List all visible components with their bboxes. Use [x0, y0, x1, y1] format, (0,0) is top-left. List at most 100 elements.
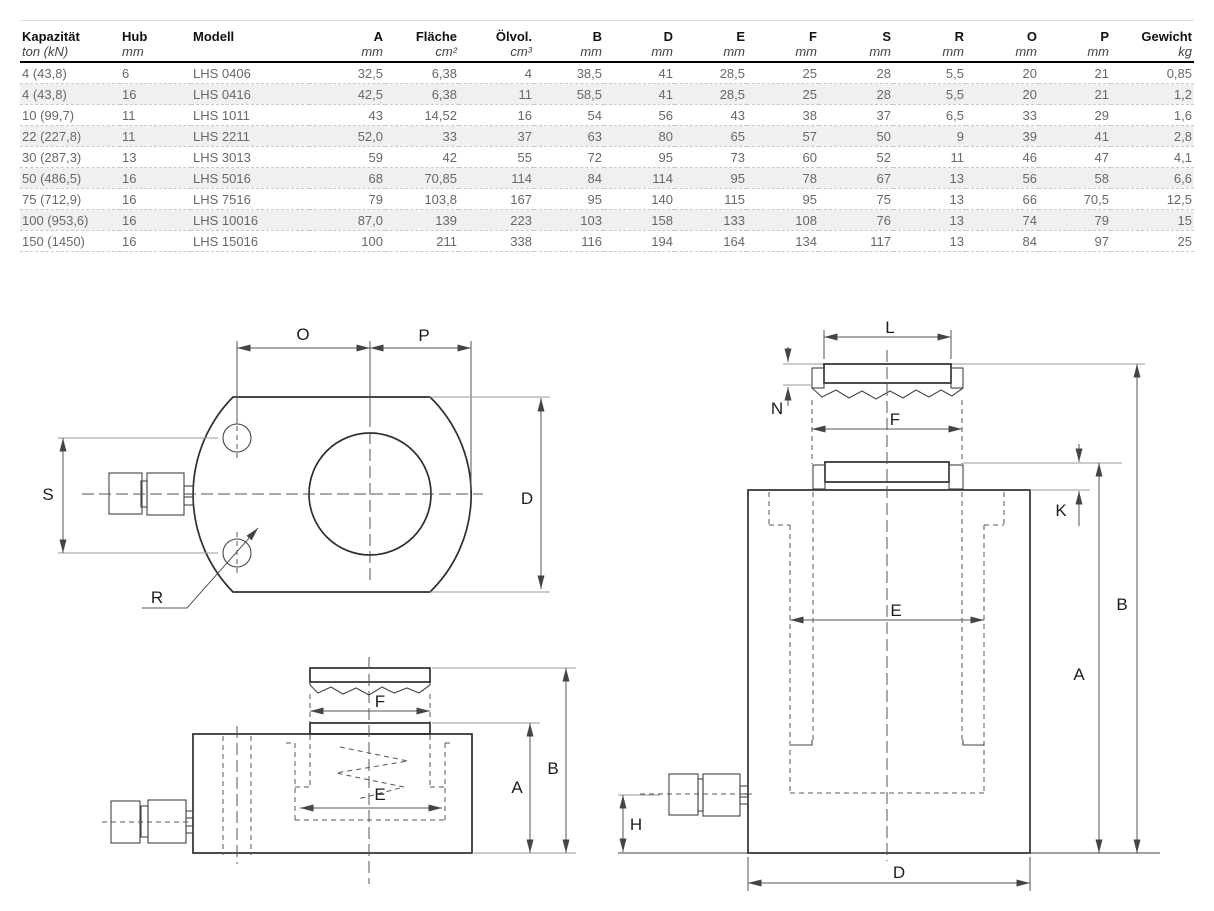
- dimension-D-front: D: [747, 857, 1031, 891]
- cell: 41: [604, 83, 675, 105]
- column-header: Hub: [120, 20, 191, 44]
- cell: 4: [459, 62, 534, 84]
- unit-cell: mm: [675, 44, 747, 63]
- cell: 211: [385, 230, 459, 252]
- unit-cell: ton (kN): [20, 44, 120, 63]
- cell: 39: [966, 125, 1039, 147]
- cell: 59: [309, 146, 385, 168]
- cell: 10 (99,7): [20, 104, 120, 126]
- cell: 9: [893, 125, 966, 147]
- cell: 158: [604, 209, 675, 231]
- dimension-B-front: B: [1116, 364, 1141, 853]
- cell: 114: [604, 167, 675, 189]
- cell: 75: [819, 188, 893, 210]
- dim-label-e: E: [374, 785, 385, 804]
- cell: 28: [819, 62, 893, 84]
- centerlines: [82, 415, 483, 583]
- dim-label-o: O: [296, 325, 309, 344]
- cell: 2,8: [1111, 125, 1194, 147]
- cell: 60: [747, 146, 819, 168]
- cell: 95: [675, 167, 747, 189]
- dimension-E-side: E: [300, 785, 442, 812]
- cell: LHS 0416: [191, 83, 309, 105]
- cell: 6,5: [893, 104, 966, 126]
- cell: LHS 7516: [191, 188, 309, 210]
- cell: 95: [604, 146, 675, 168]
- dimension-H: H: [618, 794, 660, 852]
- cell: 16: [120, 230, 191, 252]
- cell: 37: [459, 125, 534, 147]
- column-header: D: [604, 20, 675, 44]
- dimension-F-side: F: [309, 692, 431, 722]
- cell: 100: [309, 230, 385, 252]
- cell: 47: [1039, 146, 1111, 168]
- cell: 28,5: [675, 62, 747, 84]
- dim-label-n: N: [771, 399, 783, 418]
- cell: 55: [459, 146, 534, 168]
- cell: 56: [966, 167, 1039, 189]
- cell: 56: [604, 104, 675, 126]
- cell: 133: [675, 209, 747, 231]
- cell: 79: [1039, 209, 1111, 231]
- cell: 42,5: [309, 83, 385, 105]
- unit-cell: cm³: [459, 44, 534, 63]
- saddle-extended: [783, 363, 1145, 400]
- cell: 194: [604, 230, 675, 252]
- cell: 0,85: [1111, 62, 1194, 84]
- cell: 95: [747, 188, 819, 210]
- cell: 164: [675, 230, 747, 252]
- cell: 37: [819, 104, 893, 126]
- cell: 73: [675, 146, 747, 168]
- cell: 140: [604, 188, 675, 210]
- dim-label-a: A: [1073, 665, 1085, 684]
- dim-label-k: K: [1055, 501, 1067, 520]
- dim-label-b: B: [1116, 595, 1127, 614]
- cell: 38,5: [534, 62, 604, 84]
- cell: 97: [1039, 230, 1111, 252]
- cell: 6,38: [385, 83, 459, 105]
- cell: 72: [534, 146, 604, 168]
- cell: 25: [1111, 230, 1194, 252]
- cell: 6,38: [385, 62, 459, 84]
- dim-label-s: S: [42, 485, 53, 504]
- cell: 20: [966, 83, 1039, 105]
- unit-cell: mm: [604, 44, 675, 63]
- cell: 115: [675, 188, 747, 210]
- cell: 30 (287,3): [20, 146, 120, 168]
- unit-cell: cm²: [385, 44, 459, 63]
- cell: 4 (43,8): [20, 83, 120, 105]
- unit-cell: mm: [747, 44, 819, 63]
- cell: 28,5: [675, 83, 747, 105]
- hydraulic-coupler: [102, 799, 194, 844]
- dimension-E-front: E: [790, 601, 984, 624]
- cell: 43: [675, 104, 747, 126]
- cell: LHS 0406: [191, 62, 309, 84]
- hidden-lines: [222, 726, 453, 864]
- unit-cell: mm: [120, 44, 191, 63]
- column-header: Kapazität: [20, 20, 120, 44]
- cell: 50 (486,5): [20, 167, 120, 189]
- cell: 80: [604, 125, 675, 147]
- dimension-D-top-view: D: [430, 396, 550, 593]
- dim-label-d: D: [521, 489, 533, 508]
- hidden-lines: [768, 492, 1005, 794]
- cell: 87,0: [309, 209, 385, 231]
- cell: 29: [1039, 104, 1111, 126]
- cell: 22 (227,8): [20, 125, 120, 147]
- spring-symbol: [335, 746, 409, 800]
- cell: 4,1: [1111, 146, 1194, 168]
- cell: 33: [385, 125, 459, 147]
- cell: LHS 3013: [191, 146, 309, 168]
- cell: 58: [1039, 167, 1111, 189]
- cylinder-body-front-view: [747, 489, 1031, 854]
- cell: 21: [1039, 83, 1111, 105]
- cell: 52: [819, 146, 893, 168]
- dim-label-d: D: [893, 863, 905, 882]
- column-header: E: [675, 20, 747, 44]
- column-header: Ölvol.: [459, 20, 534, 44]
